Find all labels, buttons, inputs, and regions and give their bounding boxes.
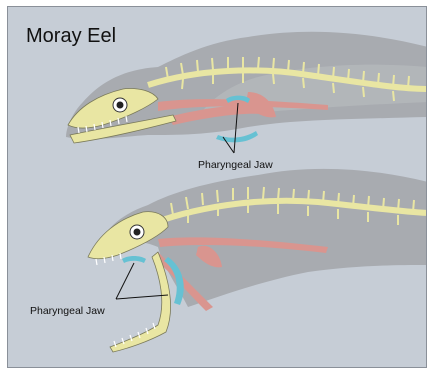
bottom-eel (88, 169, 427, 352)
diagram-frame: Moray Eel Pharyngeal Jaw Pharyngeal Jaw (7, 6, 427, 368)
bottom-eel-pharyngeal-jaw (122, 256, 146, 263)
top-eel (66, 32, 427, 153)
bottom-eel-skull (88, 212, 168, 259)
pharyngeal-jaw-label-bottom: Pharyngeal Jaw (30, 305, 105, 317)
pharyngeal-jaw-label-top: Pharyngeal Jaw (198, 159, 273, 171)
diagram-title: Moray Eel (26, 25, 116, 48)
